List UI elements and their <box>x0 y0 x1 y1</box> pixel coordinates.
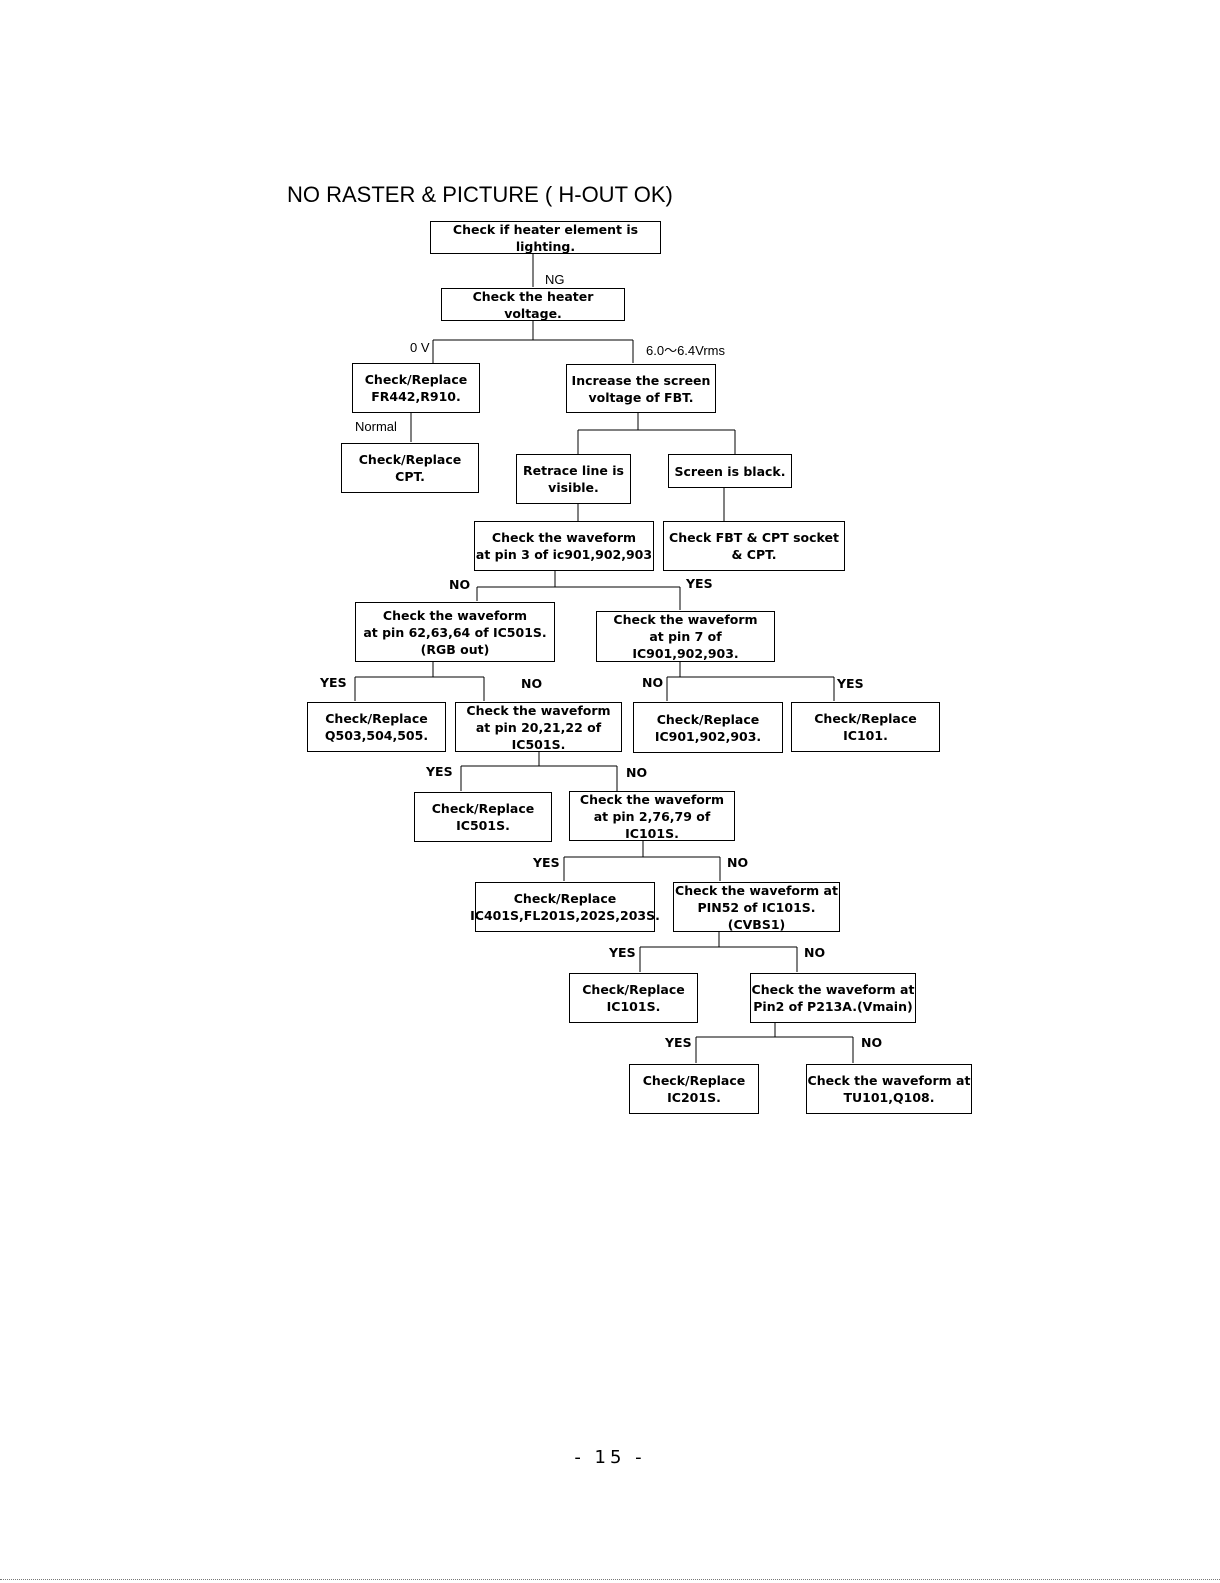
replace-q503-box: Check/Replace Q503,504,505. <box>307 702 446 752</box>
no-label: NO <box>449 577 471 592</box>
yes-label: YES <box>320 675 347 690</box>
waveform-ic101s-pin2-box: Check the waveform at pin 2,76,79 of IC1… <box>569 791 735 841</box>
replace-ic101-box: Check/Replace IC101. <box>791 702 940 752</box>
retrace-visible-box: Retrace line is visible. <box>516 454 631 504</box>
no-label: NO <box>642 675 664 690</box>
normal-label: Normal <box>355 419 397 434</box>
replace-fr442-box: Check/Replace FR442,R910. <box>352 363 480 413</box>
replace-ic201s-box: Check/Replace IC201S. <box>629 1064 759 1114</box>
no-label: NO <box>861 1035 883 1050</box>
waveform-ic901-pin3-box: Check the waveform at pin 3 of ic901,902… <box>474 521 654 571</box>
check-heater-lighting-box: Check if heater element is lighting. <box>430 221 661 254</box>
replace-ic501s-box: Check/Replace IC501S. <box>414 792 552 842</box>
page-bottom-rule <box>0 1579 1220 1580</box>
no-label: NO <box>626 765 648 780</box>
zero-v-label: 0 V <box>410 340 430 355</box>
waveform-ic501s-rgb-box: Check the waveform at pin 62,63,64 of IC… <box>355 602 555 662</box>
waveform-p213a-box: Check the waveform at Pin2 of P213A.(Vma… <box>750 973 916 1023</box>
page-title: NO RASTER & PICTURE ( H-OUT OK) <box>287 182 673 207</box>
check-heater-voltage-box: Check the heater voltage. <box>441 288 625 321</box>
yes-label: YES <box>837 676 864 691</box>
check-fbt-cpt-box: Check FBT & CPT socket & CPT. <box>663 521 845 571</box>
yes-label: YES <box>686 576 713 591</box>
waveform-pin52-box: Check the waveform at PIN52 of IC101S.(C… <box>673 882 840 932</box>
no-label: NO <box>727 855 749 870</box>
increase-screen-voltage-box: Increase the screen voltage of FBT. <box>566 364 716 413</box>
no-label: NO <box>804 945 826 960</box>
replace-ic401s-box: Check/Replace IC401S,FL201S,202S,203S. <box>470 882 660 932</box>
replace-ic901-box: Check/Replace IC901,902,903. <box>633 702 783 753</box>
yes-label: YES <box>533 855 560 870</box>
waveform-tu101-box: Check the waveform at TU101,Q108. <box>806 1064 972 1114</box>
replace-ic101s-box: Check/Replace IC101S. <box>569 973 698 1023</box>
waveform-ic501s-pin20-box: Check the waveform at pin 20,21,22 of IC… <box>455 702 622 752</box>
replace-cpt-box: Check/Replace CPT. <box>341 443 479 493</box>
waveform-ic901-pin7-box: Check the waveform at pin 7 of IC901,902… <box>596 611 775 662</box>
no-label: NO <box>521 676 543 691</box>
vrms-label: 6.0～6.4Vrms <box>646 343 725 358</box>
page-number: - 15 - <box>574 1447 646 1468</box>
yes-label: YES <box>426 764 453 779</box>
yes-label: YES <box>665 1035 692 1050</box>
yes-label: YES <box>609 945 636 960</box>
screen-black-box: Screen is black. <box>668 454 792 488</box>
ng-label: NG <box>545 272 565 287</box>
